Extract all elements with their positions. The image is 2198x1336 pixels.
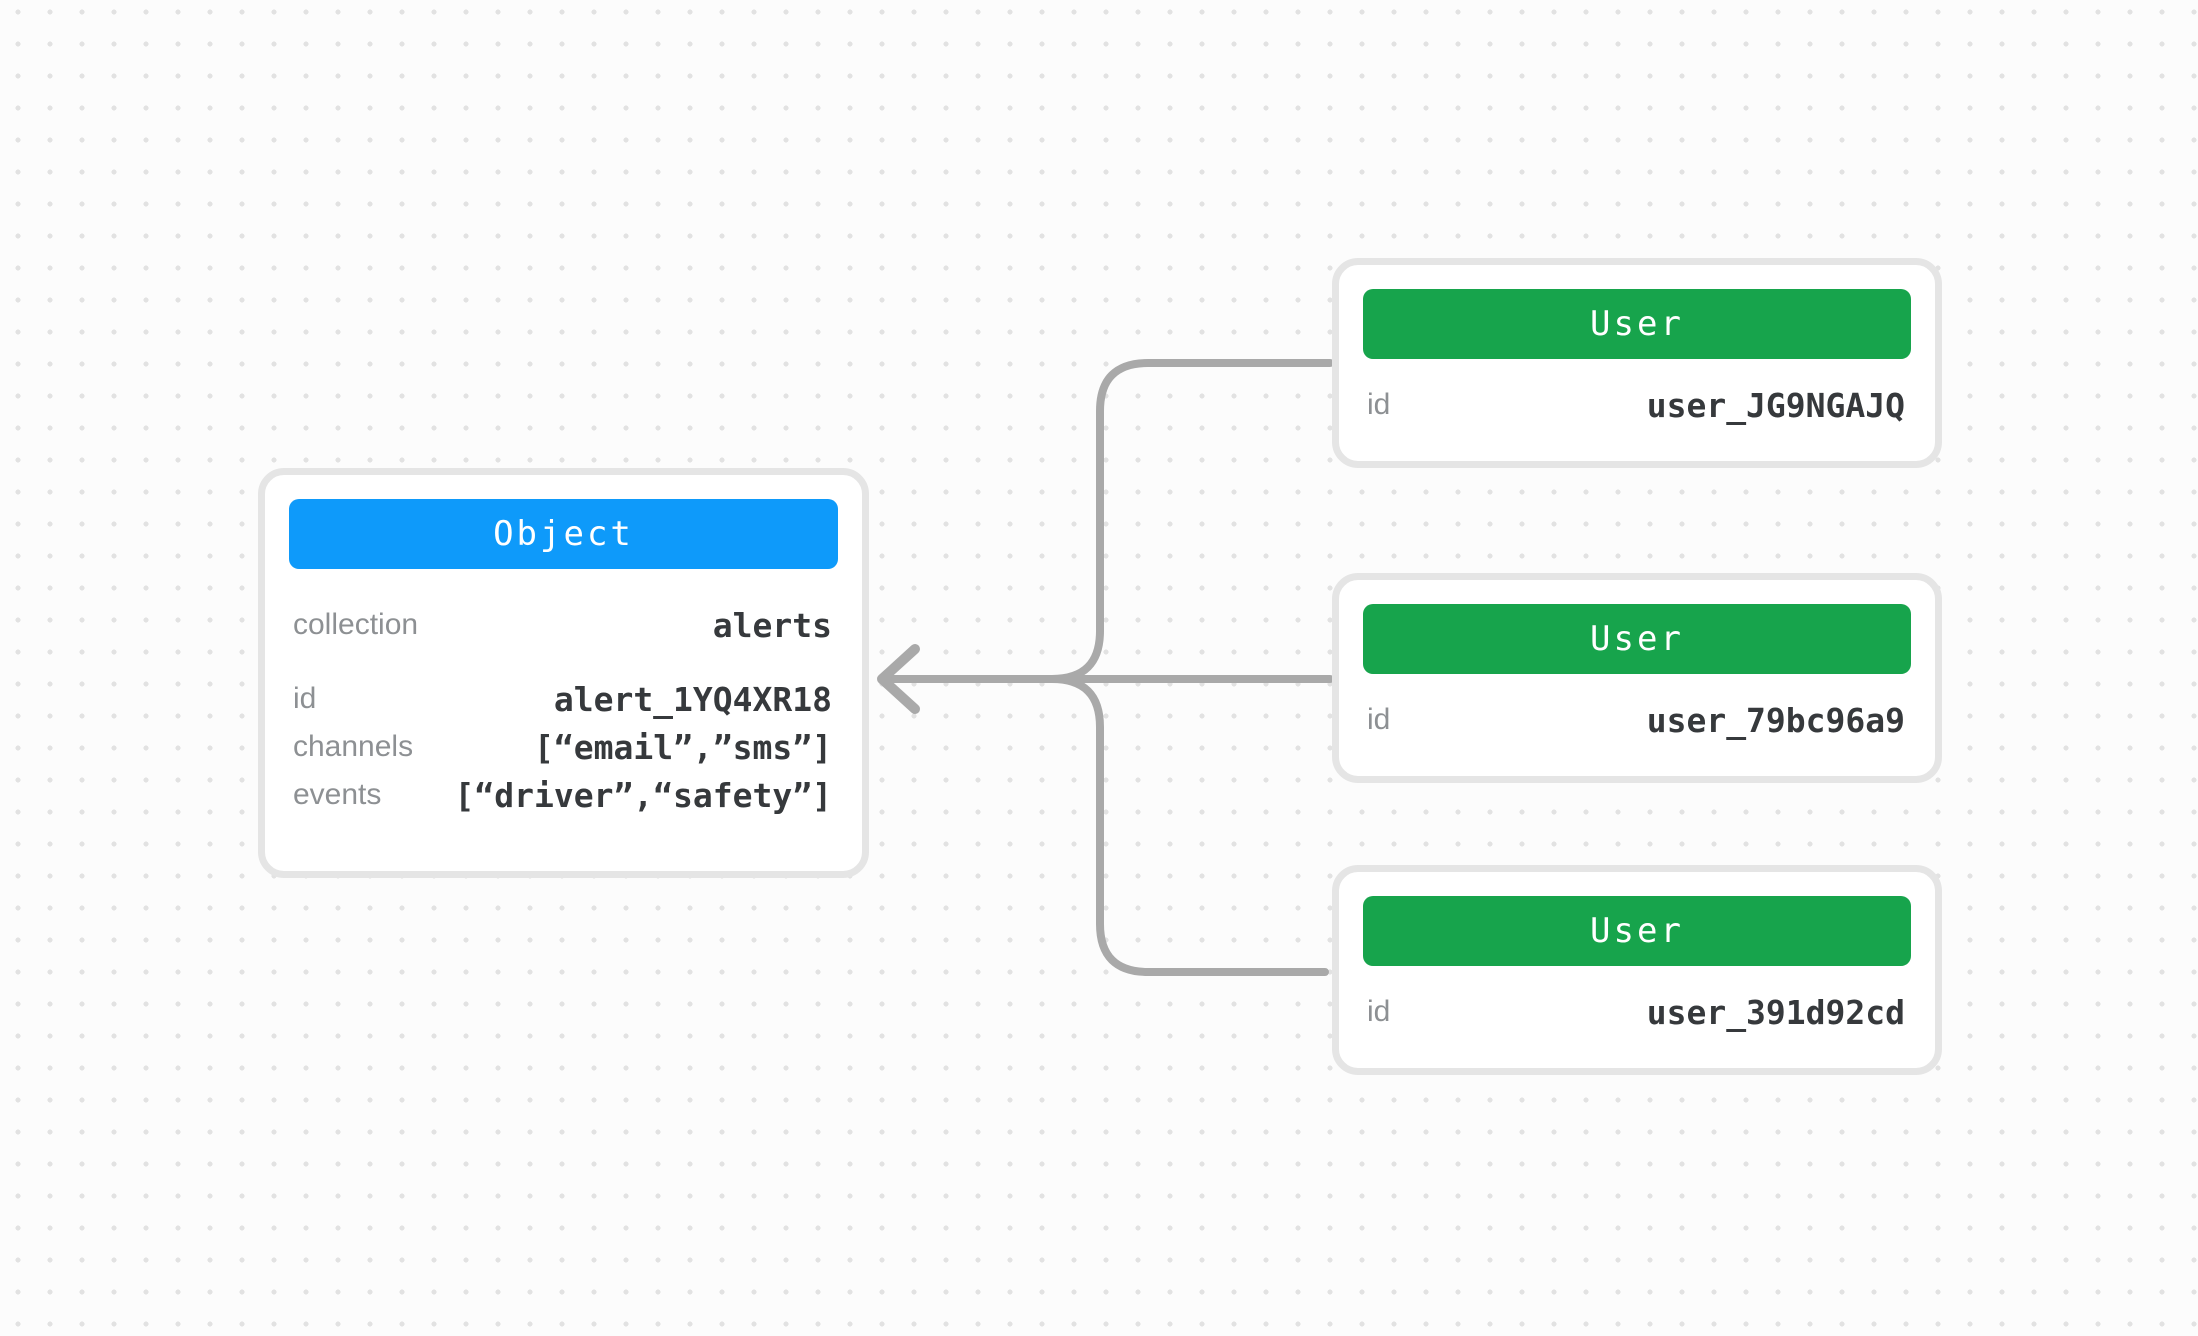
user-node-1[interactable]: User id user_JG9NGAJQ — [1332, 258, 1942, 468]
object-node-header: Object — [289, 499, 838, 569]
field-value: user_391d92cd — [1646, 992, 1905, 1032]
user-node-title: User — [1590, 619, 1684, 659]
field-value: user_JG9NGAJQ — [1646, 385, 1905, 425]
field-label: events — [293, 778, 382, 811]
field-label: id — [1367, 995, 1391, 1028]
user-row-id: id user_391d92cd — [1339, 966, 1935, 1068]
object-row-events: events [“driver”,“safety”] — [293, 771, 832, 819]
field-value: alerts — [712, 605, 832, 645]
connector-branch-top — [1048, 359, 1334, 683]
field-label: channels — [293, 730, 414, 763]
object-row-id: id alert_1YQ4XR18 — [293, 675, 832, 723]
user-node-3[interactable]: User id user_391d92cd — [1332, 865, 1942, 1075]
field-label: id — [293, 682, 317, 715]
field-value: [“email”,”sms”] — [533, 727, 832, 767]
field-value: alert_1YQ4XR18 — [553, 679, 832, 719]
field-value: [“driver”,“safety”] — [454, 775, 833, 815]
user-node-2[interactable]: User id user_79bc96a9 — [1332, 573, 1942, 783]
user-node-header: User — [1363, 896, 1911, 966]
field-label: id — [1367, 703, 1391, 736]
field-label: id — [1367, 388, 1391, 421]
user-row-id: id user_JG9NGAJQ — [1339, 359, 1935, 461]
connector-branch-bottom — [1048, 675, 1329, 976]
field-value: user_79bc96a9 — [1646, 700, 1905, 740]
user-node-title: User — [1590, 911, 1684, 951]
object-node-rows: collection alerts id alert_1YQ4XR18 chan… — [265, 601, 862, 819]
object-row-collection: collection alerts — [293, 601, 832, 649]
object-node-title: Object — [493, 514, 634, 554]
user-row-id: id user_79bc96a9 — [1339, 674, 1935, 776]
field-label: collection — [293, 608, 419, 641]
user-node-header: User — [1363, 289, 1911, 359]
user-node-header: User — [1363, 604, 1911, 674]
object-row-channels: channels [“email”,”sms”] — [293, 723, 832, 771]
user-node-title: User — [1590, 304, 1684, 344]
arrowhead-icon — [877, 644, 920, 714]
object-node[interactable]: Object collection alerts id alert_1YQ4XR… — [258, 468, 869, 878]
